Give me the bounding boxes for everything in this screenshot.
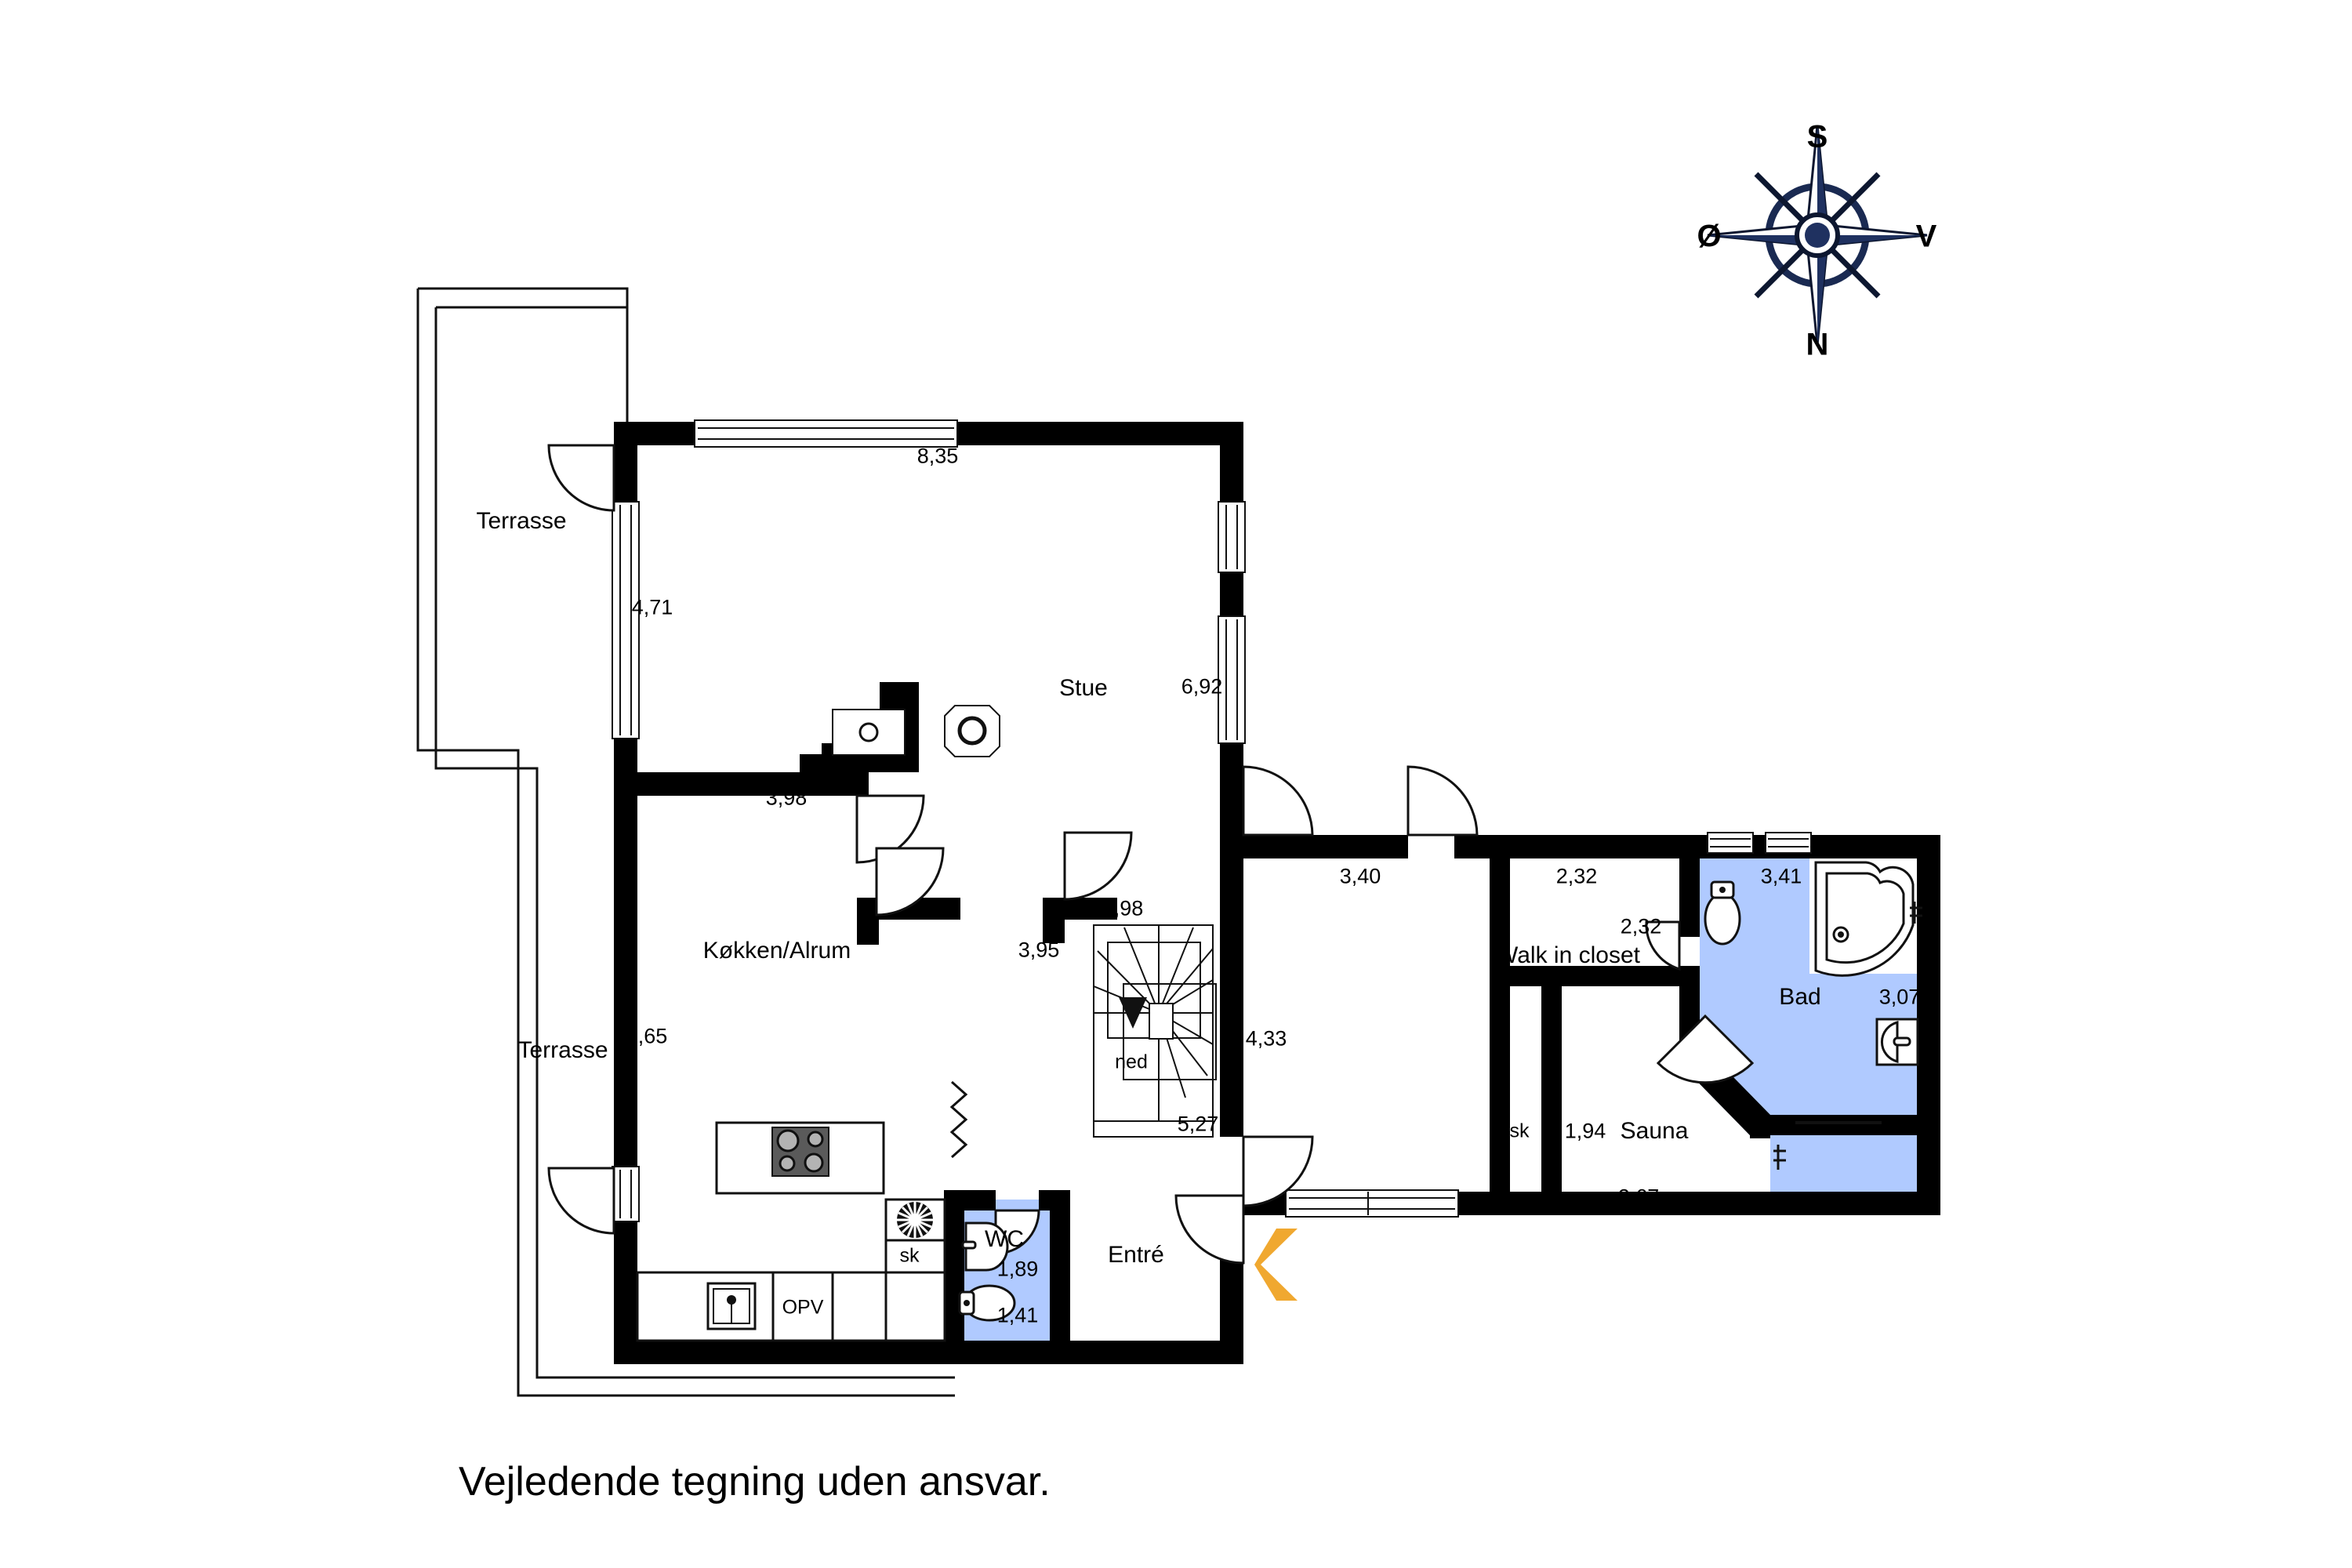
zigzag-symbol [949, 1080, 968, 1159]
room-label-bad: Bad [1779, 984, 1821, 1010]
dimension-label-dim-2-32b: 2,32 [1620, 914, 1662, 938]
room-label-kokken-alrum: Køkken/Alrum [702, 938, 851, 964]
room-label-wc: WC [985, 1226, 1024, 1252]
dimension-label-dim-3-98a: 3,98 [765, 786, 808, 810]
washbasin-icon-bad [1875, 1018, 1919, 1066]
window-stue-top [694, 419, 958, 448]
window-bad-north-right [1765, 832, 1812, 854]
window-stue-right-lower [1218, 615, 1246, 744]
bad-fixtures [1704, 861, 1922, 1170]
room-label-entre: Entré [1108, 1242, 1164, 1268]
compass-rose [1707, 125, 1928, 346]
dimension-label-dim-3-07: 3,07 [1878, 985, 1921, 1009]
stair-direction-arrow [1119, 997, 1147, 1029]
dimension-label-dim-3-41: 3,41 [1760, 864, 1802, 888]
dimension-label-dim-3-98b: 3,98 [1102, 896, 1144, 920]
stove-cooktop-icon [771, 1127, 829, 1177]
kitchen-sink-icon [706, 1282, 757, 1330]
windows [612, 419, 1812, 1222]
stue-fittings [832, 705, 1000, 757]
compass-label-n: N [1806, 327, 1829, 362]
dimension-label-dim-5-27: 5,27 [1177, 1112, 1219, 1136]
room-label-opv: OPV [782, 1296, 824, 1319]
wood-stove-icon [944, 705, 1000, 757]
dimension-label-dim-6-92: 6,92 [1181, 674, 1223, 699]
bathtub-icon [1814, 861, 1922, 977]
shower-tap-icon [1773, 1145, 1786, 1170]
room-label-sauna: Sauna [1620, 1118, 1689, 1144]
dimension-label-dim-1-41: 1,41 [996, 1303, 1039, 1327]
kitchen-fittings [636, 1080, 968, 1342]
window-kitchen-left [612, 1166, 640, 1222]
dimension-label-dim-1-89: 1,89 [996, 1257, 1039, 1281]
dimension-label-dim-3-40: 3,40 [1339, 864, 1381, 888]
dimension-label-dim-7-65: 7,65 [626, 1024, 668, 1048]
kitchen-counter [636, 1271, 906, 1342]
window-corridor-south [1285, 1189, 1459, 1218]
compass-label-v: V [1915, 219, 1937, 254]
dimension-label-dim-1-94: 1,94 [1564, 1119, 1606, 1143]
dimension-label-dim-3-95: 3,95 [1018, 938, 1060, 962]
room-label-stue: Stue [1059, 675, 1108, 701]
room-label-sk-kitchen: sk [899, 1244, 920, 1267]
dimension-label-dim-8-35: 8,35 [916, 444, 959, 468]
window-stue-right-upper [1218, 501, 1246, 573]
window-bad-north-left [1707, 832, 1754, 854]
room-label-sk-sauna: sk [1509, 1120, 1530, 1142]
doors [547, 444, 1755, 1265]
compass-label-o: Ø [1697, 219, 1722, 254]
drawing-disclaimer: Vejledende tegning uden ansvar. [459, 1459, 1051, 1504]
bathtub-tap-icon [1910, 902, 1922, 924]
entrance-arrow-icon[interactable] [1254, 1229, 1298, 1301]
dimension-label-dim-2-32a: 2,32 [1555, 864, 1598, 888]
washbasin-icon [961, 1221, 1009, 1272]
walls-overlay [944, 835, 1940, 1341]
toilet-icon [958, 1284, 1016, 1322]
fireplace-icon [832, 709, 906, 756]
spiral-staircase-icon [1093, 924, 1217, 1138]
dimension-label-dim-4-71: 4,71 [631, 595, 673, 619]
toilet-icon-bad [1704, 880, 1741, 946]
dimension-label-dim-2-67: 2,67 [1617, 1185, 1660, 1209]
wc-fixtures [958, 1221, 1016, 1322]
terrace-outline [416, 287, 955, 1397]
dimension-label-dim-4-33: 4,33 [1245, 1026, 1287, 1051]
room-label-stair-down: ned [1115, 1051, 1148, 1073]
washing-machine-icon [897, 1202, 933, 1238]
room-label-walk-in-closet: Walk in closet [1496, 942, 1640, 968]
room-label-terrasse-upper: Terrasse [476, 508, 567, 534]
room-label-terrasse-lower: Terrasse [517, 1037, 608, 1063]
compass-label-s: S [1806, 119, 1828, 154]
window-stue-left [612, 501, 640, 739]
